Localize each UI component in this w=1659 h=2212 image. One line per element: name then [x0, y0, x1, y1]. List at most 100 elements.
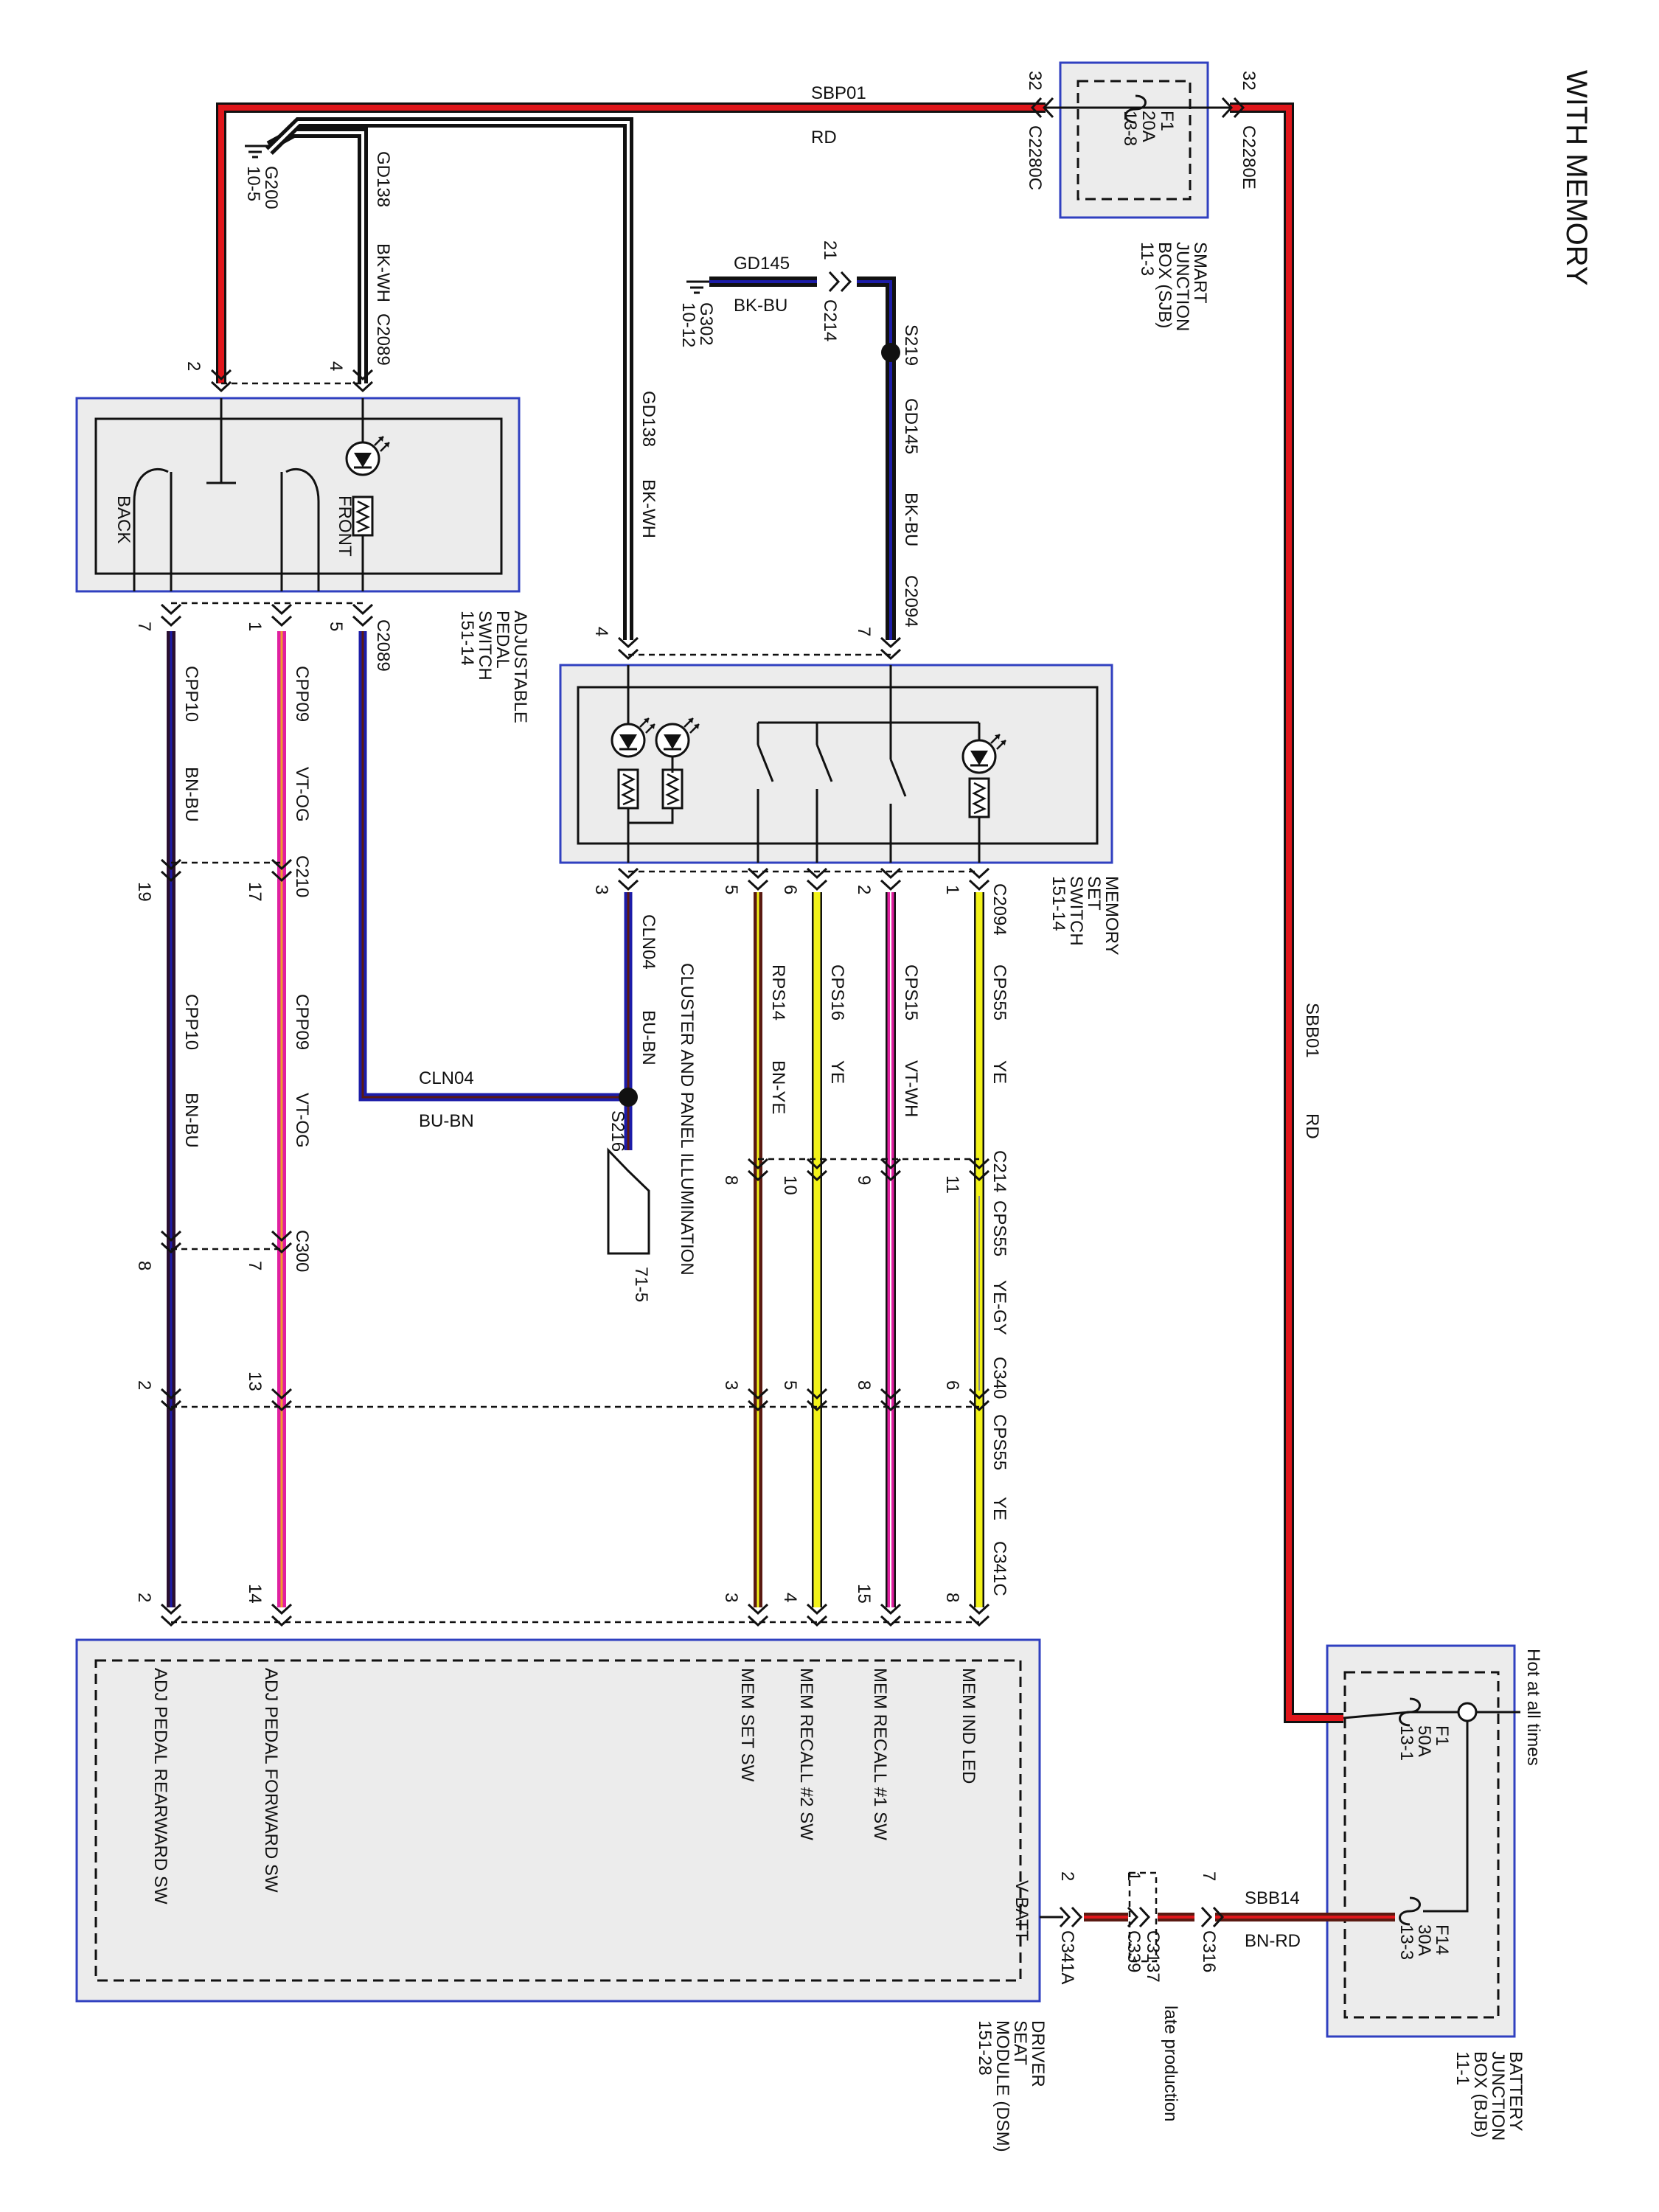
bjb-name-3: BOX (BJB): [1470, 2051, 1490, 2138]
pin-c214-21: 21: [820, 240, 840, 260]
wire-label-gd138-top-color: BK-WH: [373, 243, 393, 302]
late-production-label: late production: [1161, 2006, 1180, 2121]
pin-c340-3: 3: [721, 1380, 741, 1390]
battery-junction-box: [1326, 1644, 1516, 2038]
dsm-pin-set-sw: MEM SET SW: [737, 1668, 757, 1782]
wire-label-cln04-h-color: BU-BN: [419, 1111, 474, 1131]
sjb-label-2: JUNCTION: [1172, 242, 1192, 331]
conn-c2094-bottom: C2094: [990, 883, 1009, 936]
pedal-front-label: FRONT: [335, 495, 355, 557]
wire-label-sbp01-color: RD: [811, 128, 837, 147]
conn-c341a: C341A: [1057, 1930, 1077, 1984]
ground-g200-name: G200: [261, 166, 281, 209]
wire-label-sbb14-color: BN-RD: [1245, 1931, 1301, 1951]
pin-c214-8: 8: [721, 1175, 741, 1185]
wire-label-gd145-mid-color: BK-BU: [901, 493, 921, 546]
bjb-f1-ref: 13-1: [1397, 1725, 1416, 1761]
pin-ped-2: 2: [184, 361, 204, 371]
pin-mem-5: 5: [721, 885, 741, 894]
dsm-pin-mem-ind-led: MEM IND LED: [959, 1668, 978, 1784]
wire-label-cln04-h: CLN04: [419, 1068, 474, 1088]
pin-c340-8: 8: [854, 1380, 874, 1390]
sjb-label-1: SMART: [1190, 242, 1210, 304]
splice-s216-dot: [619, 1088, 638, 1107]
wire-sbp01: [216, 102, 1046, 383]
bjb-name-4: 11-1: [1453, 2051, 1472, 2085]
bjb-f14-amps: 30A: [1414, 1924, 1434, 1956]
wire-label-gd145-top: GD145: [734, 254, 790, 274]
conn-c300: C300: [292, 1230, 312, 1272]
sjb-fuse-ref: 13-8: [1120, 111, 1140, 146]
pedal-name-3: SWITCH: [475, 611, 495, 681]
wire-sbb01: [1230, 102, 1343, 1723]
sjb-label-3: BOX (SJB): [1155, 242, 1175, 328]
dsm-name-4: 151-28: [975, 2020, 995, 2076]
pin-c340-5: 5: [780, 1380, 800, 1390]
wire-label-cps15: CPS15: [901, 964, 921, 1020]
wire-label-cln04-v-color: BU-BN: [639, 1010, 658, 1065]
wire-label-cln04-v: CLN04: [639, 914, 658, 970]
bjb-f1-amps: 50A: [1414, 1725, 1434, 1757]
pin-ped-7: 7: [134, 622, 154, 631]
wire-label-sbb01: SBB01: [1302, 1003, 1322, 1058]
wire-label-cpp10-b: CPP10: [181, 994, 201, 1050]
wire-label-cps55-a: CPS55: [990, 964, 1009, 1020]
conn-c2280c: C2280C: [1025, 125, 1045, 190]
wire-cln04: [358, 631, 633, 1150]
wire-label-rps14-color: BN-YE: [768, 1060, 788, 1114]
sjb-fuse-id: F1: [1157, 111, 1177, 131]
ground-g302-symbol: [685, 280, 709, 294]
memory-name-4: 151-14: [1048, 876, 1068, 931]
conn-c214-top: C214: [820, 299, 840, 341]
memory-name-1: MEMORY: [1102, 876, 1121, 956]
pin-sjb-r: 32: [1239, 71, 1259, 91]
pin-dsm-15: 15: [854, 1584, 874, 1604]
pin-sjb-l: 32: [1025, 71, 1045, 91]
wire-gd138: [265, 117, 633, 640]
pin-ped-4: 4: [326, 361, 346, 371]
bjb-f1-id: F1: [1432, 1725, 1452, 1746]
pin-c210-17: 17: [245, 882, 265, 902]
driver-seat-module: [75, 1638, 1041, 2003]
wire-label-rps14: RPS14: [768, 964, 788, 1020]
wire-label-gd138-mid: GD138: [639, 391, 658, 447]
bjb-internal-wiring: [1343, 1702, 1520, 1913]
conn-c2280e: C2280E: [1239, 125, 1259, 189]
dsm-name-1: DRIVER: [1028, 2020, 1048, 2087]
bjb-name-1: BATTERY: [1506, 2051, 1526, 2131]
pedal-back-label: BACK: [114, 495, 133, 543]
wire-label-cps15-color: VT-WH: [901, 1060, 921, 1117]
pedal-name-1: ADJUSTABLE: [510, 611, 530, 723]
cluster-illumination-label: CLUSTER AND PANEL ILLUMINATION: [677, 963, 697, 1276]
pin-ped-5: 5: [326, 622, 346, 631]
pin-vb-7: 7: [1199, 1871, 1219, 1881]
dsm-pin-pedal-rear: ADJ PEDAL REARWARD SW: [150, 1668, 170, 1905]
conn-c2089-top: C2089: [373, 313, 393, 366]
pin-mem-3: 3: [591, 885, 611, 894]
conn-c340: C340: [990, 1357, 1009, 1399]
pin-mem-7: 7: [854, 627, 874, 636]
pedal-name-2: PEDAL: [493, 611, 512, 669]
pin-vb-1: 1: [1124, 1871, 1144, 1881]
wire-label-cpp10-a-color: BN-BU: [181, 767, 201, 822]
wire-label-sbb01-color: RD: [1302, 1113, 1322, 1139]
wire-label-gd138-top: GD138: [373, 151, 393, 207]
dsm-pin-pedal-fwd: ADJ PEDAL FORWARD SW: [261, 1668, 281, 1893]
wire-label-cps55-c: CPS55: [990, 1414, 1009, 1470]
connector-dashes: [171, 382, 1158, 1963]
diagram-title: WITH MEMORY: [1560, 70, 1593, 286]
bjb-f14-ref: 13-3: [1397, 1924, 1416, 1960]
ground-g302-name: G302: [696, 302, 716, 346]
conn-c210: C210: [292, 855, 312, 897]
wire-label-sbb14: SBB14: [1245, 1888, 1300, 1908]
dsm-pin-recall1: MEM RECALL #1 SW: [870, 1668, 890, 1840]
conn-c2089-bottom: C2089: [373, 619, 393, 672]
wire-label-gd145-top-color: BK-BU: [734, 296, 787, 316]
pin-dsm-4: 4: [780, 1593, 800, 1602]
pin-mem-1: 1: [942, 885, 962, 894]
pin-c300-7: 7: [245, 1261, 265, 1270]
labels: SMART JUNCTION BOX (SJB) 11-3 F1 20A 13-…: [114, 71, 1543, 2152]
conn-c339: C339: [1124, 1930, 1144, 1972]
wire-label-sbp01: SBP01: [811, 83, 866, 103]
